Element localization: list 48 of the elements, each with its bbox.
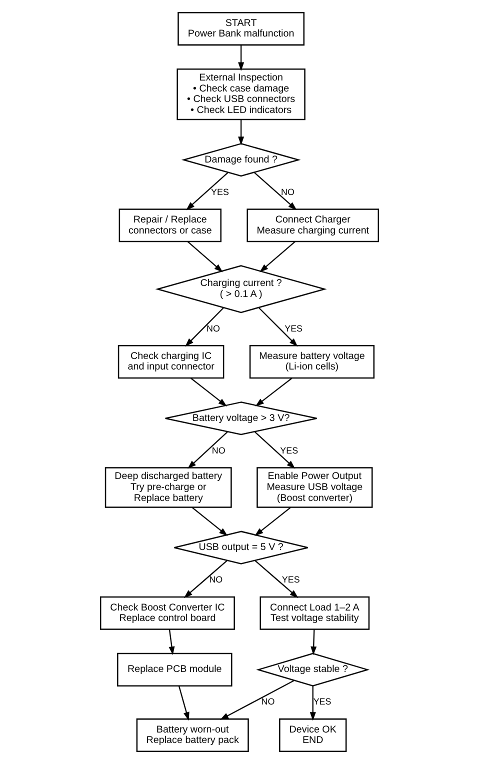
- node-diamond: Battery voltage > 3 V?: [164, 402, 317, 436]
- node-diamond: Voltage stable ?: [256, 652, 370, 686]
- arrow: [253, 172, 296, 210]
- arrow: [184, 307, 224, 347]
- node-box: Measure battery voltage (Li-ion cells): [248, 345, 374, 379]
- arrow: [186, 241, 222, 272]
- edge-label: YES: [281, 574, 300, 585]
- node-box: Check charging IC and input connector: [117, 345, 224, 379]
- arrow: [191, 507, 228, 536]
- edge-label: NO: [206, 323, 220, 334]
- node-box: Battery worn-out Replace battery pack: [136, 718, 248, 752]
- edge-label: NO: [260, 696, 274, 707]
- node-diamond: USB output = 5 V ?: [173, 530, 308, 564]
- arrow: [238, 45, 244, 71]
- node-box: START Power Bank malfunction: [177, 12, 304, 46]
- arrow: [254, 507, 290, 536]
- node-box: Connect Charger Measure charging current: [246, 208, 379, 242]
- node-box: Replace PCB module: [116, 652, 232, 686]
- arrow: [254, 560, 298, 598]
- edge-label: YES: [280, 445, 298, 456]
- arrow: [254, 431, 295, 469]
- node-box: Repair / Replace connectors or case: [118, 208, 221, 242]
- arrow: [309, 686, 316, 721]
- arrow: [219, 680, 294, 720]
- arrow: [178, 686, 189, 721]
- arrow: [168, 630, 174, 656]
- edge-label: NO: [208, 574, 222, 585]
- arrow: [254, 378, 292, 406]
- node-box: External Inspection • Check case damage • Check USB connectors • Check LED indicators: [176, 68, 305, 120]
- edge-label: YES: [210, 186, 228, 197]
- edge-label: YES: [284, 323, 302, 334]
- node-box: Device OK END: [278, 718, 346, 752]
- arrow: [259, 241, 295, 272]
- edge-label: YES: [312, 696, 331, 707]
- arrow: [186, 172, 228, 210]
- node-box: Deep discharged battery Try pre-charge or Replace battery: [104, 467, 232, 508]
- arrow: [187, 432, 228, 469]
- node-diamond: Damage found ?: [180, 143, 300, 177]
- edge-label: NO: [211, 445, 225, 456]
- node-box: Connect Load 1–2 A Test voltage stability: [259, 596, 370, 630]
- node-box: Enable Power Output Measure USB voltage (Boost converter): [256, 467, 372, 508]
- node-box: Check Boost Converter IC Replace control board: [99, 596, 234, 630]
- arrow: [238, 120, 244, 146]
- arrow: [258, 307, 298, 347]
- edge-label: NO: [280, 186, 294, 197]
- arrow: [310, 630, 316, 656]
- arrow: [183, 560, 228, 598]
- arrow: [190, 378, 226, 406]
